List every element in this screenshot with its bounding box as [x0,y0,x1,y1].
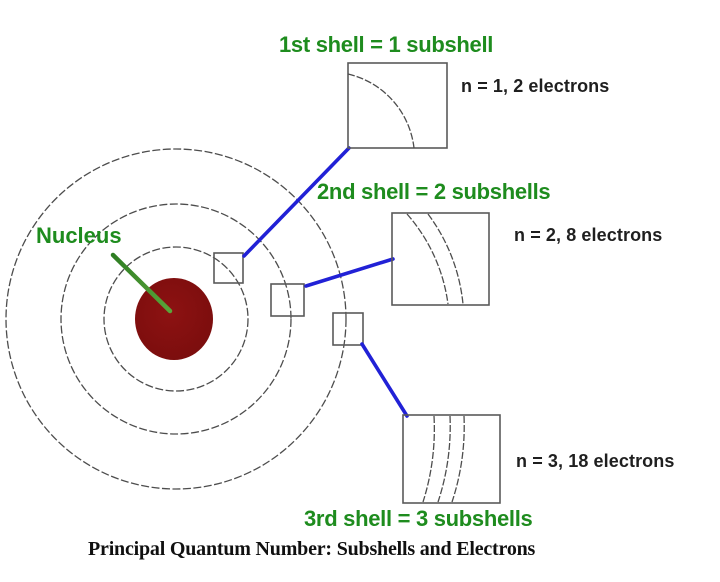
subshell-arc-1s [347,73,415,149]
nucleus-text-label: Nucleus [36,223,122,248]
zoom-box-shell3 [332,312,364,346]
shell-circle-2 [60,203,292,435]
shell2-heading: 2nd shell = 2 subshells [317,179,551,204]
subshell-arc-3s [422,415,436,503]
subshell-arc-3d [451,415,465,503]
subshell-arc-2s [406,213,449,305]
magnified-box-shell1 [347,62,448,149]
shell2-electron-count: n = 2, 8 electrons [514,225,663,245]
diagram-caption: Principal Quantum Number: Subshells and … [88,538,536,560]
shell-circle-1 [103,246,249,392]
magnified-box-shell2 [391,212,490,306]
shell1-electron-count: n = 1, 2 electrons [461,76,610,96]
connector-line-shell2 [304,257,395,288]
shell3-electron-count: n = 3, 18 electrons [516,451,675,471]
zoom-box-shell2 [270,283,305,317]
nucleus-pointer-line [110,252,173,314]
magnified-box-shell3 [402,414,501,504]
connector-line-shell3 [360,342,409,418]
zoom-box-shell1 [213,252,244,284]
shell1-heading: 1st shell = 1 subshell [279,32,494,57]
connector-line-shell1 [242,146,351,258]
subshell-arc-3p [437,415,451,503]
subshell-arc-2p [427,213,464,305]
shell3-heading: 3rd shell = 3 subshells [304,506,533,531]
shell-circle-3 [5,148,347,490]
